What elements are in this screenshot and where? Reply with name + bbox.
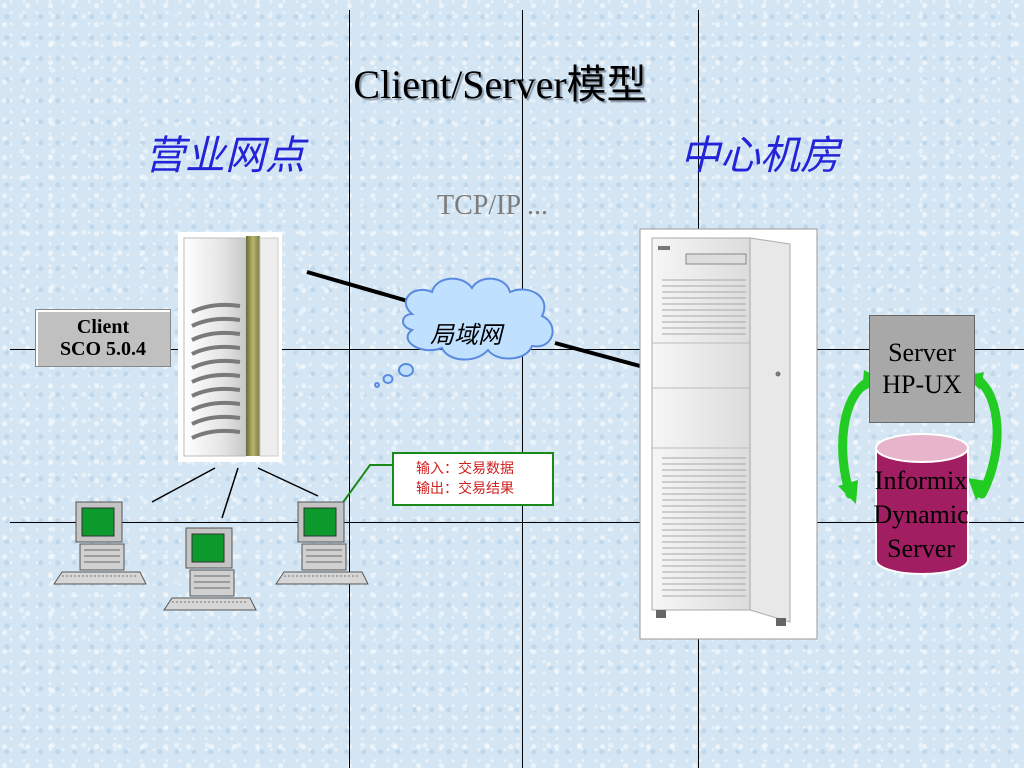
database-label-line3: Server [887, 534, 955, 563]
client-label-line1: Client [76, 316, 130, 338]
link-tower-terminal2 [221, 467, 239, 519]
grid-line-h2 [10, 522, 1024, 523]
server-label-box: Server HP-UX [869, 315, 975, 423]
right-heading: 中心机房 [680, 133, 840, 178]
client-label-box: Client SCO 5.0.4 [35, 309, 171, 367]
terminal-3 [275, 501, 369, 585]
database-cylinder [875, 433, 969, 575]
server-cabinet-image [639, 228, 818, 640]
io-note-box: 输入：交易数据 输出：交易结果 [392, 452, 554, 506]
arrow-head-left [838, 480, 858, 504]
database-label: Informix Dynamic Server [866, 464, 976, 566]
callout-line [335, 464, 392, 513]
slide-title: Client/Server模型 [353, 62, 647, 107]
sync-arrows [838, 373, 1002, 499]
server-label-line1: Server [888, 338, 956, 367]
arrow-head-right [968, 478, 992, 500]
database-label-line2: Dynamic [873, 500, 969, 529]
link-tower-terminal3 [257, 467, 319, 497]
database-label-line1: Informix [874, 466, 968, 495]
left-heading: 营业网点 [145, 133, 305, 178]
lan-label: 局域网 [430, 323, 502, 349]
io-note-input: 输入：交易数据 [416, 461, 514, 477]
terminal-1 [53, 501, 147, 585]
server-label-line2: HP-UX [882, 370, 962, 399]
lan-cloud [374, 277, 554, 388]
protocol-label: TCP/IP ... [437, 190, 548, 221]
terminal-2 [163, 527, 257, 611]
link-tower-terminal1 [151, 467, 216, 503]
grid-line-v1 [349, 10, 350, 768]
client-tower-image [178, 232, 282, 462]
link-lan-server [554, 341, 641, 368]
io-note-output: 输出：交易结果 [416, 481, 514, 497]
client-label-line2: SCO 5.0.4 [59, 338, 147, 360]
grid-line-v2 [522, 10, 523, 768]
link-client-lan [306, 270, 419, 306]
